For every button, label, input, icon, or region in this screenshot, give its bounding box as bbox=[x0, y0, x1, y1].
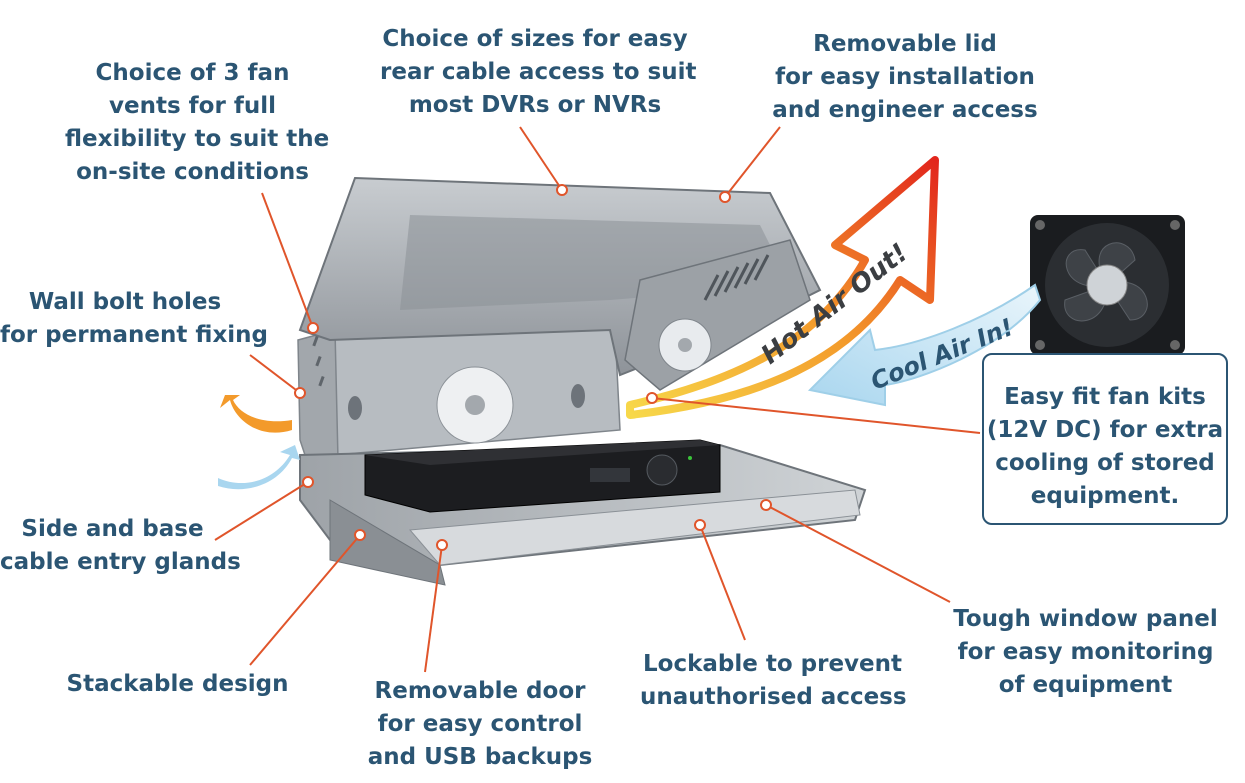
callout-line: for easy installation bbox=[775, 64, 1035, 90]
callout-line: (12V DC) for extra bbox=[986, 417, 1224, 443]
dvr-buttons bbox=[590, 468, 630, 482]
lid-vent-slots bbox=[312, 335, 325, 387]
callout-line: and engineer access bbox=[772, 97, 1038, 123]
enclosure-side-panel bbox=[297, 329, 339, 471]
callout-line: rear cable access to suit bbox=[380, 59, 697, 85]
callout-sizes: Choice of sizes for easy rear cable acce… bbox=[380, 23, 697, 122]
callout-line: Easy fit fan kits bbox=[1004, 384, 1206, 410]
callout-window: Tough window panel for easy monitoring o… bbox=[948, 603, 1223, 702]
enclosure-base bbox=[299, 443, 867, 586]
dvr-jog-dial-icon bbox=[646, 454, 678, 486]
callout-line: cooling of stored bbox=[995, 450, 1215, 476]
callout-line: most DVRs or NVRs bbox=[408, 92, 662, 118]
dvr-recorder bbox=[364, 439, 721, 513]
callout-stackable: Stackable design bbox=[65, 668, 290, 701]
leader-lines bbox=[214, 126, 981, 673]
callout-line: Choice of 3 fan bbox=[95, 60, 290, 86]
callout-fan-kits: Easy fit fan kits (12V DC) for extra coo… bbox=[984, 355, 1226, 513]
callout-line: unauthorised access bbox=[640, 684, 907, 710]
callout-line: vents for full bbox=[109, 93, 276, 119]
callout-lid: Removable lid for easy installation and … bbox=[770, 28, 1040, 127]
callout-line: on-site conditions bbox=[76, 159, 309, 185]
callout-line: Wall bolt holes bbox=[28, 289, 222, 315]
callout-line: Side and base bbox=[21, 516, 204, 542]
back-fan-vent-icon bbox=[436, 366, 514, 444]
callout-lockable: Lockable to prevent unauthorised access bbox=[640, 648, 907, 714]
callout-line: for easy monitoring bbox=[957, 639, 1214, 665]
callout-line: of equipment bbox=[998, 672, 1173, 698]
side-cool-air-arrow bbox=[218, 445, 300, 490]
enclosure-back-panel bbox=[329, 329, 621, 456]
callout-line: Tough window panel bbox=[953, 606, 1218, 632]
fan-kit-illustration bbox=[1030, 215, 1185, 355]
callout-line: for easy control bbox=[377, 711, 583, 737]
callout-line: Choice of sizes for easy bbox=[382, 26, 688, 52]
lid-vent-grille bbox=[703, 254, 770, 301]
bolt-hole-icon bbox=[571, 384, 585, 408]
callout-line: Stackable design bbox=[66, 671, 289, 697]
side-hot-air-arrow bbox=[220, 395, 292, 433]
bolt-hole-icon bbox=[348, 396, 362, 420]
callout-door: Removable door for easy control and USB … bbox=[360, 675, 600, 774]
callout-line: and USB backups bbox=[367, 744, 593, 770]
callout-wall-bolt: Wall bolt holes for permanent fixing bbox=[0, 286, 269, 352]
callout-line: Lockable to prevent bbox=[642, 651, 903, 677]
enclosure-lid bbox=[298, 176, 822, 391]
lid-fan-vent-icon bbox=[658, 318, 712, 372]
callout-line: equipment. bbox=[1030, 483, 1180, 509]
callout-fan-kits-box: Easy fit fan kits (12V DC) for extra coo… bbox=[982, 353, 1228, 525]
callout-line: flexibility to suit the bbox=[65, 126, 330, 152]
callout-fan-vents: Choice of 3 fan vents for full flexibili… bbox=[65, 57, 330, 189]
callout-line: Removable lid bbox=[813, 31, 997, 57]
callout-line: cable entry glands bbox=[0, 549, 241, 575]
callout-line: Removable door bbox=[374, 678, 586, 704]
callout-line: for permanent fixing bbox=[0, 322, 269, 348]
callout-cable-glands: Side and base cable entry glands bbox=[0, 513, 241, 579]
